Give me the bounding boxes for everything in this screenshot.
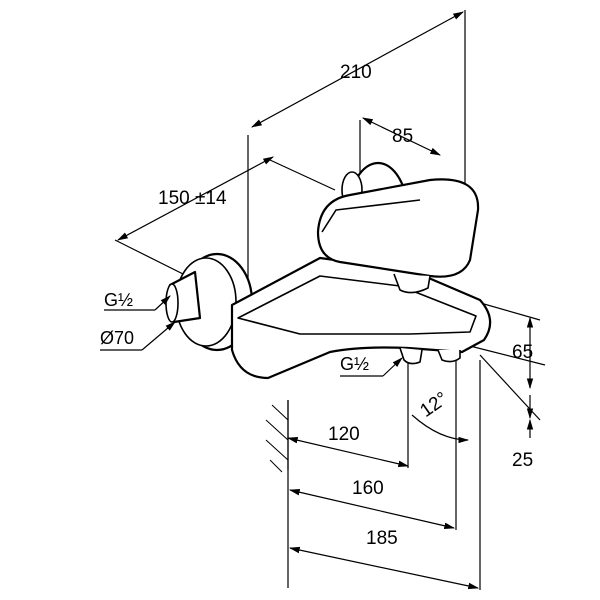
spout-angle-label: 12° xyxy=(416,388,452,422)
wall-to-center-label: 150 ±14 xyxy=(158,188,227,209)
wall-hatch xyxy=(265,400,289,473)
rosette-diameter-label: Ø70 xyxy=(100,328,134,348)
outlet-thread-label: G½ xyxy=(340,354,369,374)
total-projection-label: 185 xyxy=(366,528,398,549)
spout-projection-label: 160 xyxy=(352,478,384,499)
dimension-lines xyxy=(117,11,534,590)
outlet-projection-label: 120 xyxy=(328,424,360,445)
body-height-label: 65 xyxy=(512,342,533,363)
lever-width-label: 85 xyxy=(392,126,413,147)
faucet-body xyxy=(165,161,492,380)
overall-width-label: 210 xyxy=(340,62,372,83)
inlet-thread-label: G½ xyxy=(104,290,133,310)
spout-height-label: 25 xyxy=(512,450,533,471)
